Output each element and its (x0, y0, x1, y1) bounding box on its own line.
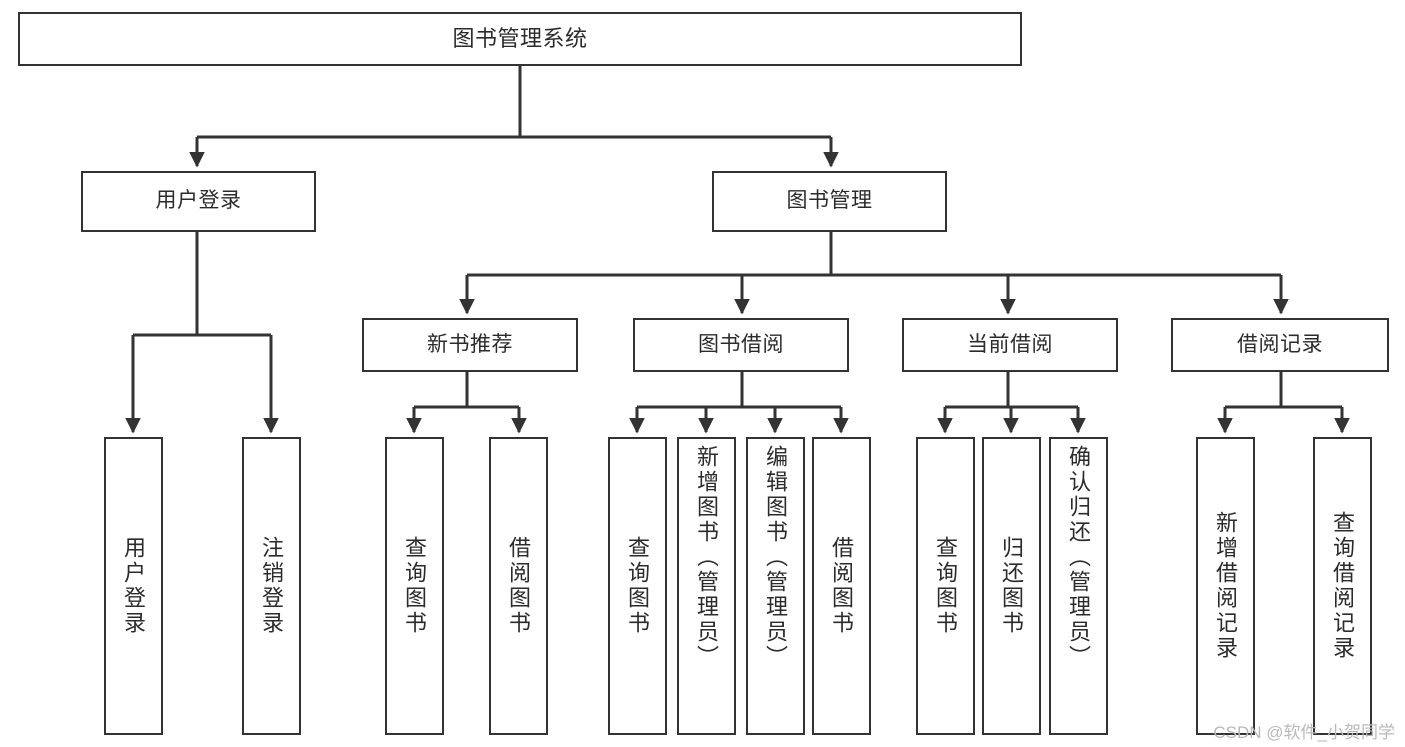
leaf-current-borrow-return-label: 归还图书 (999, 536, 1025, 636)
leaf-current-borrow-confirm-label: 确认归还（管理员） (1066, 445, 1092, 670)
leaf-new-book-query[interactable]: 查询图书 (385, 437, 444, 735)
node-book-management-label: 图书管理 (786, 189, 873, 213)
leaf-current-borrow-query[interactable]: 查询图书 (916, 437, 975, 735)
leaf-book-borrow-borrow[interactable]: 借阅图书 (812, 437, 871, 735)
leaf-current-borrow-query-label: 查询图书 (933, 536, 959, 636)
leaf-borrow-record-query-label: 查询借阅记录 (1330, 511, 1356, 661)
leaf-user-login-login-label: 用户登录 (121, 536, 147, 636)
leaf-borrow-record-query[interactable]: 查询借阅记录 (1313, 437, 1372, 735)
leaf-current-borrow-confirm[interactable]: 确认归还（管理员） (1049, 437, 1108, 735)
leaf-new-book-borrow[interactable]: 借阅图书 (489, 437, 548, 735)
node-user-login[interactable]: 用户登录 (81, 171, 316, 232)
leaf-book-borrow-add[interactable]: 新增图书（管理员） (677, 437, 736, 735)
leaf-borrow-record-add[interactable]: 新增借阅记录 (1196, 437, 1255, 735)
node-current-borrow-label: 当前借阅 (967, 332, 1053, 356)
leaf-user-login-logout-label: 注销登录 (259, 536, 285, 636)
node-root[interactable]: 图书管理系统 (18, 12, 1022, 66)
leaf-book-borrow-edit[interactable]: 编辑图书（管理员） (746, 437, 805, 735)
leaf-new-book-borrow-label: 借阅图书 (506, 536, 532, 636)
leaf-book-borrow-query[interactable]: 查询图书 (608, 437, 667, 735)
node-new-book-recommend-label: 新书推荐 (427, 332, 513, 356)
leaf-book-borrow-borrow-label: 借阅图书 (829, 536, 855, 636)
leaf-book-borrow-query-label: 查询图书 (625, 536, 651, 636)
leaf-book-borrow-edit-label: 编辑图书（管理员） (763, 445, 789, 670)
node-book-borrow-label: 图书借阅 (698, 332, 784, 356)
node-borrow-record[interactable]: 借阅记录 (1171, 318, 1389, 372)
leaf-user-login-login[interactable]: 用户登录 (104, 437, 163, 735)
node-book-management[interactable]: 图书管理 (712, 171, 947, 232)
node-book-borrow[interactable]: 图书借阅 (633, 318, 849, 372)
leaf-book-borrow-add-label: 新增图书（管理员） (694, 445, 720, 670)
leaf-borrow-record-add-label: 新增借阅记录 (1213, 511, 1239, 661)
node-current-borrow[interactable]: 当前借阅 (902, 318, 1118, 372)
leaf-current-borrow-return[interactable]: 归还图书 (982, 437, 1041, 735)
leaf-new-book-query-label: 查询图书 (402, 536, 428, 636)
node-user-login-label: 用户登录 (155, 189, 242, 213)
node-borrow-record-label: 借阅记录 (1237, 332, 1323, 356)
leaf-user-login-logout[interactable]: 注销登录 (242, 437, 301, 735)
node-new-book-recommend[interactable]: 新书推荐 (362, 318, 578, 372)
node-root-label: 图书管理系统 (452, 26, 588, 52)
